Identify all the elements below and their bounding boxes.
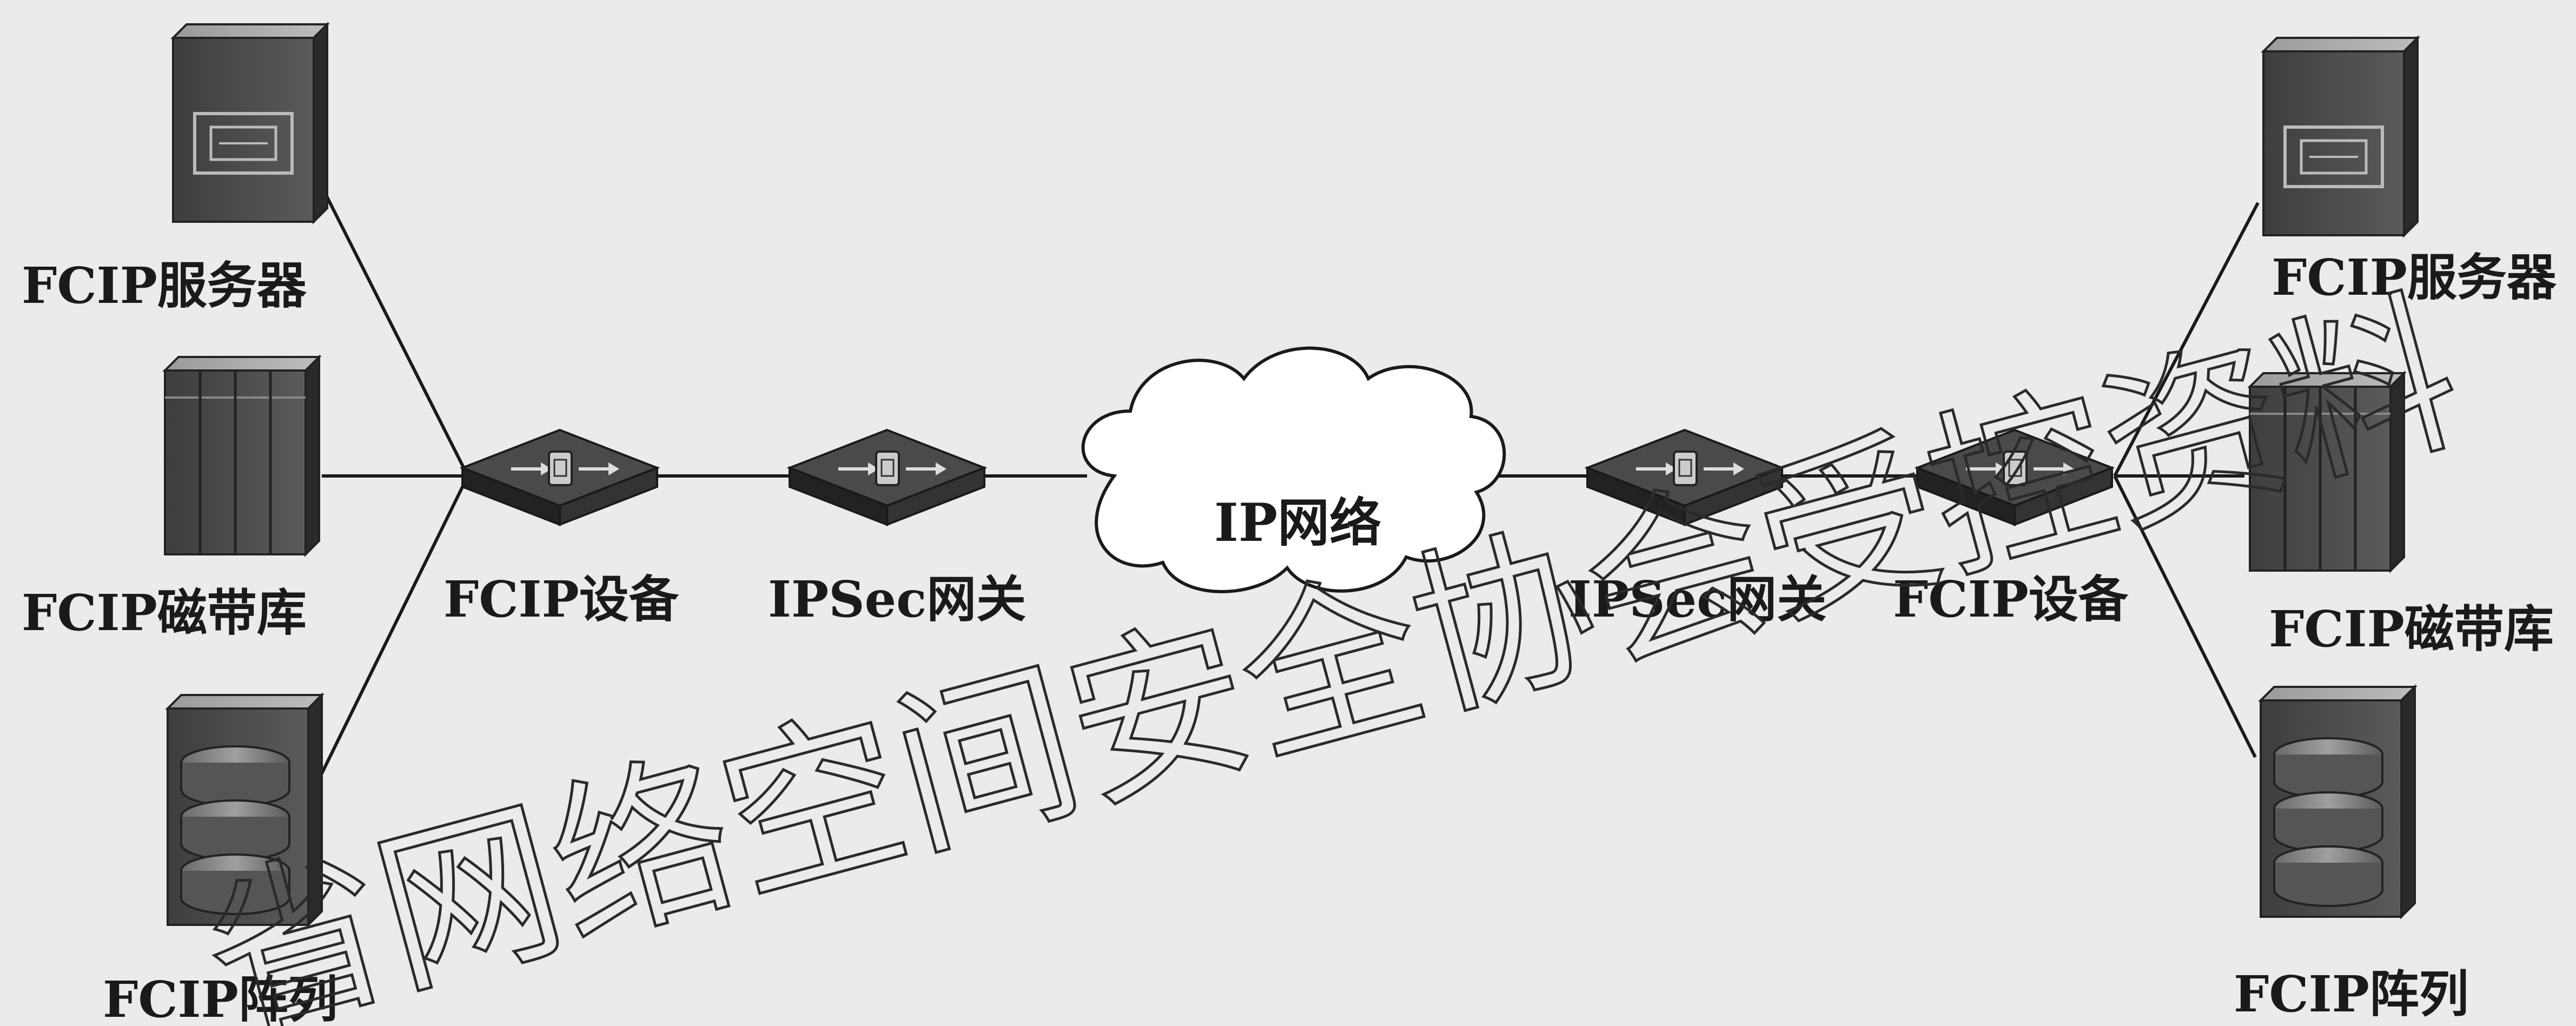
left-tape-library-icon	[165, 357, 319, 554]
right-storage-array-icon	[2260, 686, 2416, 918]
link-right-server	[2113, 202, 2260, 477]
ip-network-cloud-icon	[1081, 346, 1506, 593]
left-fcip-device-label: FCIP设备	[443, 570, 679, 628]
left-ipsec-gateway-label: IPSec网关	[768, 570, 1026, 628]
left-tape-library-label: FCIP磁带库	[22, 584, 307, 642]
connections	[320, 186, 2260, 775]
left-server-label: FCIP服务器	[22, 256, 307, 315]
right-server-label: FCIP服务器	[2272, 248, 2557, 307]
ip-network-label: IP网络	[1214, 492, 1381, 553]
link-left-server	[320, 186, 469, 477]
left-ipsec-gateway-icon	[790, 430, 984, 525]
left-server-icon	[173, 24, 327, 222]
right-fcip-device-label: FCIP设备	[1893, 570, 2129, 628]
link-right-array	[2113, 475, 2257, 758]
link-left-array	[320, 475, 469, 775]
right-server-icon	[2263, 38, 2418, 235]
left-storage-array-label: FCIP阵列	[103, 970, 338, 1026]
right-ipsec-gateway-label: IPSec网关	[1568, 570, 1826, 628]
right-tape-library-label: FCIP磁带库	[2269, 600, 2554, 658]
left-fcip-device-icon	[462, 430, 657, 525]
right-storage-array-label: FCIP阵列	[2234, 965, 2469, 1023]
